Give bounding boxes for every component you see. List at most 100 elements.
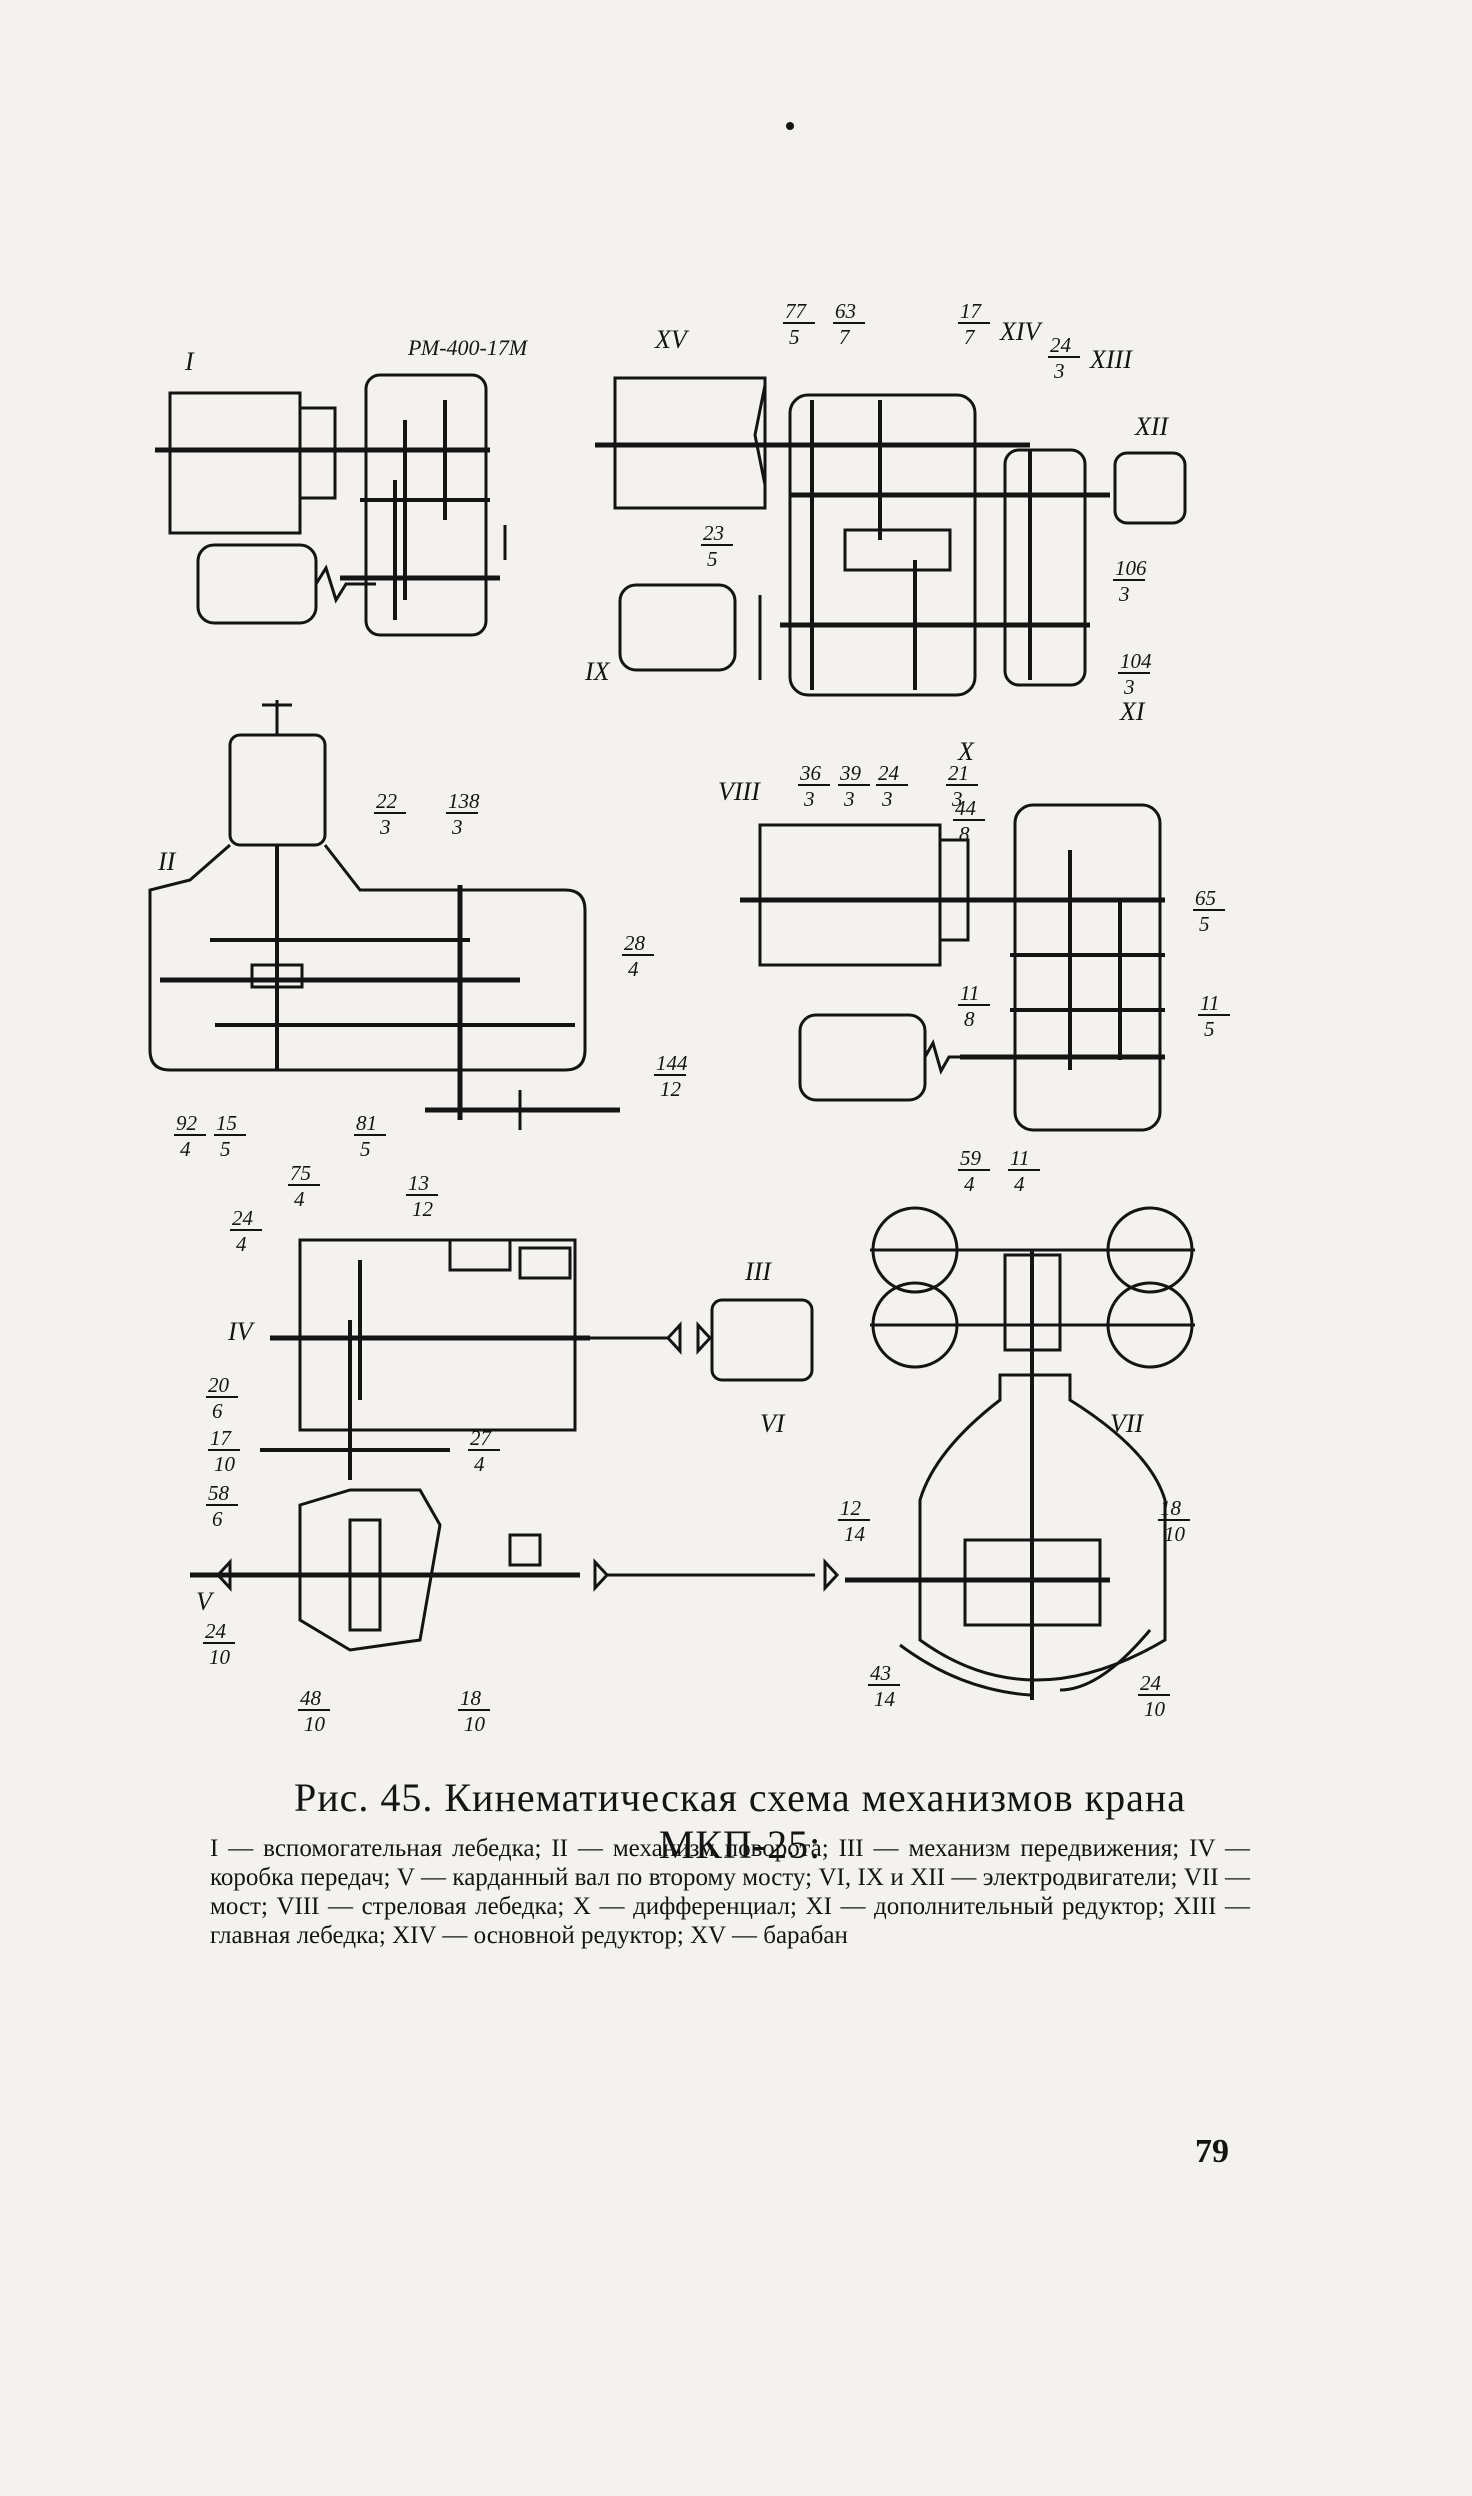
gear-ratio-label: 363 <box>798 761 830 811</box>
gear-ratio-denominator: 4 <box>294 1187 305 1211</box>
gear-ratio-numerator: 24 <box>232 1206 254 1230</box>
gear-ratio-denominator: 10 <box>1164 1522 1186 1546</box>
gear-ratio-numerator: 12 <box>840 1496 862 1520</box>
gear-ratio-denominator: 10 <box>304 1712 326 1736</box>
gear-ratio-numerator: 24 <box>878 761 900 785</box>
gear-ratio-denominator: 5 <box>707 547 718 571</box>
gear-ratio-numerator: 11 <box>1200 991 1219 1015</box>
gear-ratio-numerator: 11 <box>1010 1146 1029 1170</box>
gear-ratio-label: 155 <box>214 1111 246 1161</box>
gear-ratio-numerator: 75 <box>290 1161 311 1185</box>
gear-ratio-numerator: 13 <box>408 1171 429 1195</box>
label-roman-ii: II <box>157 847 177 876</box>
gear-ratio-denominator: 10 <box>464 1712 486 1736</box>
gear-ratio-numerator: 77 <box>785 299 808 323</box>
gear-ratio-label: 775 <box>783 299 815 349</box>
gear-ratio-label: 115 <box>1198 991 1230 1041</box>
gear-ratio-numerator: 28 <box>624 931 646 955</box>
page-number: 79 <box>1195 2133 1229 2170</box>
gear-ratio-denominator: 7 <box>964 325 976 349</box>
gear-ratio-denominator: 3 <box>379 815 391 839</box>
gear-ratio-denominator: 4 <box>1014 1172 1025 1196</box>
gear-ratio-denominator: 3 <box>1118 582 1130 606</box>
label-model: РМ-400-17М <box>407 335 529 360</box>
gear-ratio-denominator: 3 <box>951 787 963 811</box>
figure-caption-legend: I — вспомогательная лебедка; II — механи… <box>210 1835 1250 1949</box>
gear-ratio-label: 118 <box>958 981 990 1031</box>
gear-ratio-numerator: 36 <box>799 761 822 785</box>
gear-ratio-label: 393 <box>838 761 870 811</box>
gear-ratio-label: 223 <box>374 789 406 839</box>
gear-ratio-numerator: 144 <box>656 1051 688 1075</box>
gear-ratio-numerator: 23 <box>703 521 724 545</box>
label-roman-i: I <box>184 347 195 376</box>
gear-ratio-numerator: 58 <box>208 1481 230 1505</box>
gear-ratio-label: 655 <box>1193 886 1225 936</box>
gear-ratio-denominator: 5 <box>360 1137 371 1161</box>
gear-ratio-denominator: 3 <box>1123 675 1135 699</box>
axle-block <box>845 1206 1195 1700</box>
main-winch-block <box>595 376 1187 697</box>
label-roman-xi: XI <box>1119 697 1146 726</box>
label-roman-xv: XV <box>654 325 690 354</box>
gear-ratio-numerator: 48 <box>300 1686 322 1710</box>
gear-ratio-denominator: 14 <box>844 1522 866 1546</box>
gear-ratio-numerator: 138 <box>448 789 480 813</box>
gear-ratio-label: 284 <box>622 931 654 981</box>
slewing-block <box>148 700 620 1130</box>
gear-ratio-numerator: 92 <box>176 1111 198 1135</box>
gear-ratio-denominator: 7 <box>839 325 851 349</box>
gear-ratio-denominator: 3 <box>881 787 893 811</box>
gear-ratio-numerator: 43 <box>870 1661 891 1685</box>
gear-ratio-denominator: 8 <box>959 822 970 846</box>
gear-ratio-label: 924 <box>174 1111 206 1161</box>
gear-ratio-numerator: 44 <box>955 796 977 820</box>
boom-winch-block <box>740 803 1165 1132</box>
label-roman-vi: VI <box>760 1409 786 1438</box>
gear-ratio-numerator: 24 <box>1140 1671 1162 1695</box>
gear-ratio-label: 244 <box>230 1206 262 1256</box>
gear-ratio-denominator: 10 <box>1144 1697 1166 1721</box>
gear-ratio-numerator: 11 <box>960 981 979 1005</box>
gear-ratio-denominator: 3 <box>803 787 815 811</box>
gear-ratio-denominator: 6 <box>212 1399 223 1423</box>
gear-ratio-label: 637 <box>833 299 865 349</box>
gear-ratio-numerator: 18 <box>460 1686 482 1710</box>
label-roman-vii: VII <box>1110 1409 1145 1438</box>
gear-ratio-denominator: 14 <box>874 1687 896 1711</box>
gear-ratio-denominator: 5 <box>220 1137 231 1161</box>
label-roman-xiii: XIII <box>1089 345 1133 374</box>
gear-ratio-denominator: 4 <box>236 1232 247 1256</box>
gear-ratio-label: 594 <box>958 1146 990 1196</box>
gear-ratio-numerator: 24 <box>1050 333 1072 357</box>
gear-ratio-numerator: 39 <box>839 761 862 785</box>
label-roman-viii: VIII <box>718 777 761 806</box>
gear-ratio-denominator: 5 <box>1204 1017 1215 1041</box>
gear-ratio-denominator: 8 <box>964 1007 975 1031</box>
gear-ratio-denominator: 6 <box>212 1507 223 1531</box>
gear-ratio-numerator: 59 <box>960 1146 982 1170</box>
label-roman-xii: XII <box>1134 412 1170 441</box>
gear-ratio-denominator: 12 <box>660 1077 682 1101</box>
gear-ratio-numerator: 81 <box>356 1111 377 1135</box>
gear-ratio-numerator: 22 <box>376 789 398 813</box>
gear-ratio-numerator: 17 <box>960 299 983 323</box>
gear-ratio-denominator: 4 <box>474 1452 485 1476</box>
figure-caption-title: Рис. 45. Кинематическая схема механизмов… <box>293 1775 1187 1867</box>
diagram-labels: РМ-400-17М I II III IV V VI VII VIII IX … <box>157 317 1170 1616</box>
gear-ratio-numerator: 63 <box>835 299 856 323</box>
gear-ratio-label: 177 <box>958 299 990 349</box>
label-roman-xiv: XIV <box>999 317 1044 346</box>
gear-ratio-numerator: 104 <box>1120 649 1152 673</box>
